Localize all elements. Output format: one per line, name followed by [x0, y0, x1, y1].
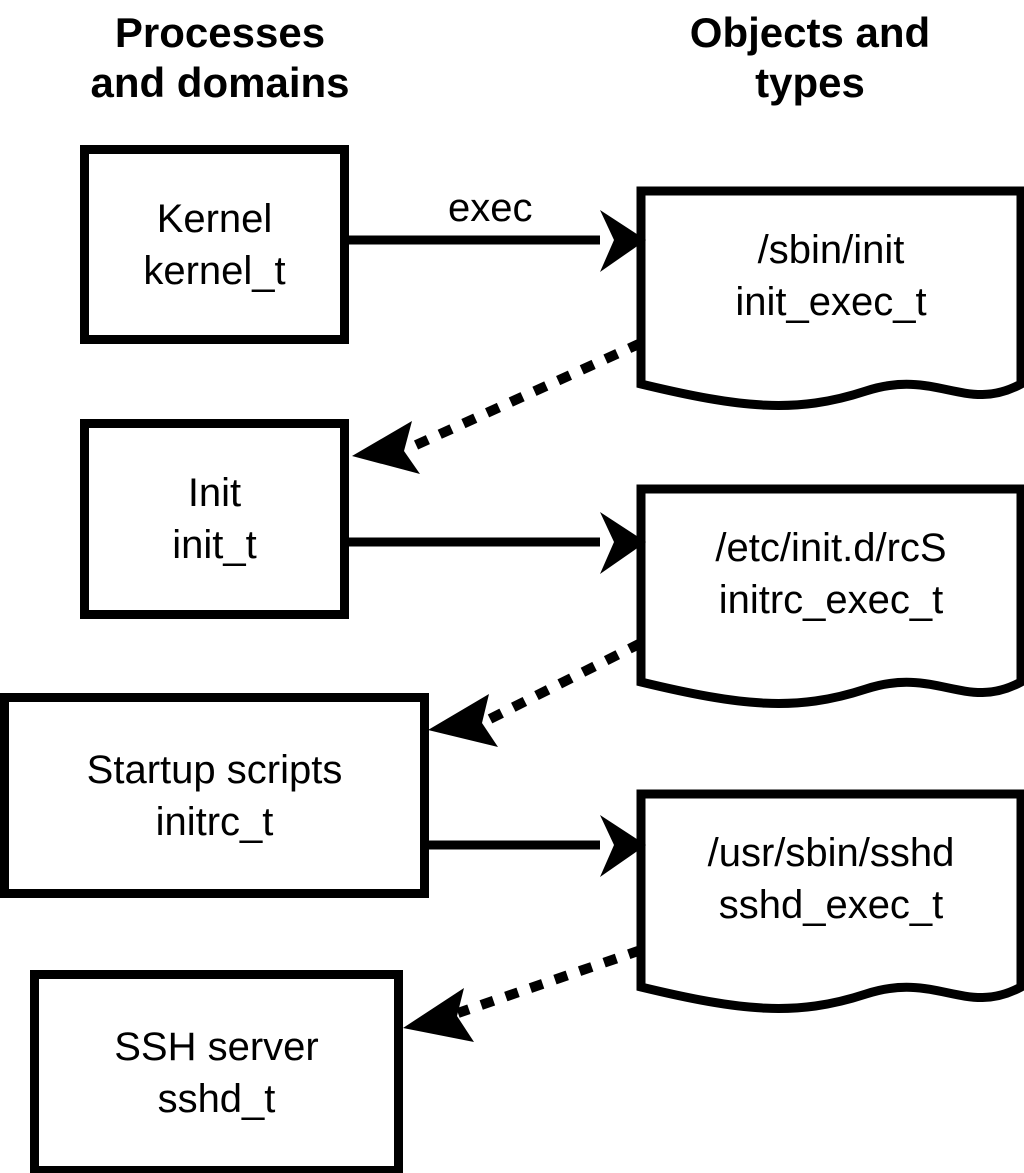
process-box-startup-scripts[interactable]: Startup scripts initrc_t: [0, 693, 429, 898]
column-heading-objects: Objects and types: [689, 9, 931, 106]
column-heading-processes: Processes and domains: [90, 9, 350, 106]
process-box-kernel-type: kernel_t: [143, 248, 286, 293]
edge-sbin-init-to-init: [352, 338, 644, 474]
process-box-ssh-server[interactable]: SSH server sshd_t: [30, 970, 403, 1173]
edge-usr-sbin-sshd-to-ssh-server: [403, 945, 643, 1042]
object-doc-etc-initd-rcs[interactable]: /etc/init.d/rcS initrc_exec_t: [636, 484, 1024, 716]
edge-startup-scripts-to-usr-sbin-sshd: [429, 815, 646, 877]
process-box-startup-scripts-type: initrc_t: [155, 799, 274, 844]
process-box-init-type: init_t: [172, 523, 257, 567]
process-box-ssh-server-name: SSH server: [114, 1024, 319, 1069]
edge-etc-initd-rcs-to-startup-scripts: [428, 638, 644, 747]
process-box-init[interactable]: Init init_t: [80, 419, 349, 619]
edge-label-exec: exec: [448, 186, 533, 230]
edge-init-to-etc-initd-rcs: [349, 512, 646, 574]
object-doc-sbin-init[interactable]: /sbin/init init_exec_t: [636, 186, 1024, 418]
process-box-init-name: Init: [187, 471, 242, 515]
process-box-startup-scripts-name: Startup scripts: [86, 747, 343, 792]
process-box-ssh-server-type: sshd_t: [157, 1076, 276, 1121]
process-box-kernel[interactable]: Kernel kernel_t: [80, 145, 349, 344]
process-box-kernel-name: Kernel: [156, 196, 273, 241]
object-doc-usr-sbin-sshd[interactable]: /usr/sbin/sshd sshd_exec_t: [636, 789, 1024, 1021]
